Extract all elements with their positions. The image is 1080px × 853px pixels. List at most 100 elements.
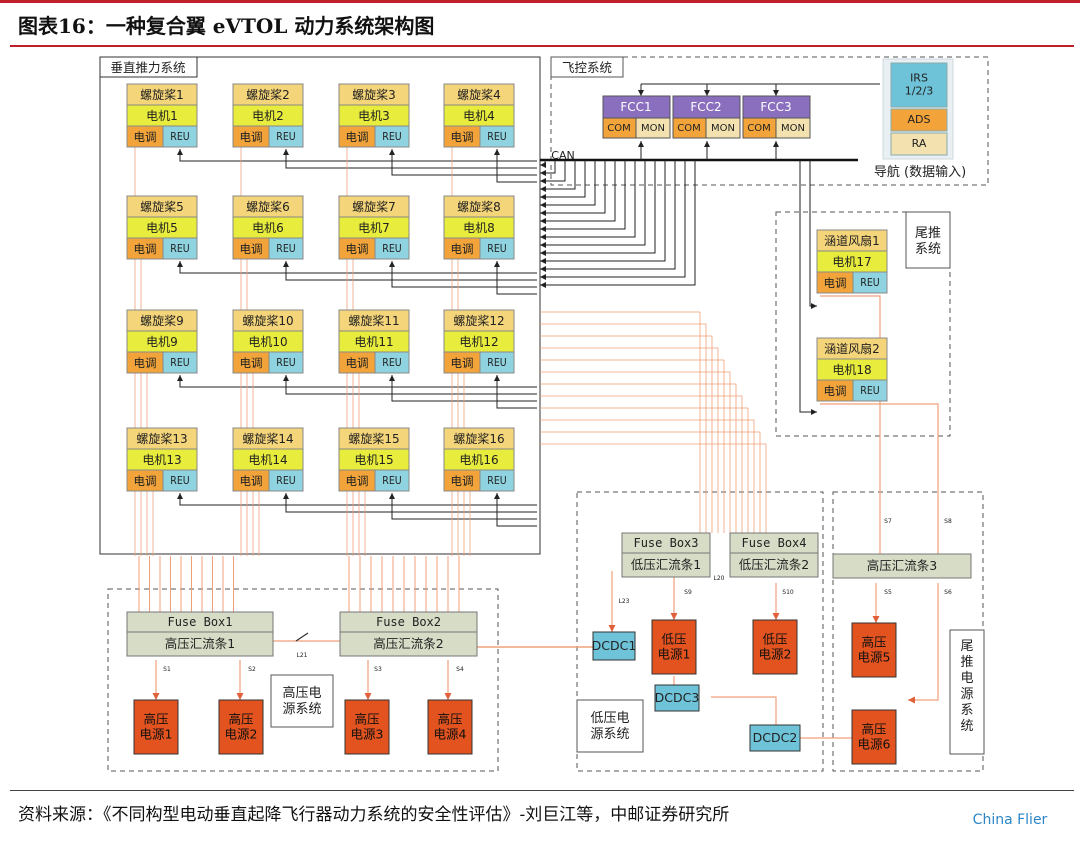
control-wire-3 (389, 149, 537, 176)
motor-label-3: 电机3 (358, 109, 390, 123)
propeller-label-3: 螺旋桨3 (352, 88, 396, 102)
lv-power-feed-12 (540, 443, 767, 533)
fuse-box-3-fuse-label: Fuse Box3 (633, 536, 698, 550)
reu-label-13: REU (170, 475, 190, 487)
tail-esc-label-18: 电调 (824, 384, 847, 398)
hv-source-4-label: 高压电源4 (434, 711, 467, 741)
propeller-label-8: 螺旋桨8 (457, 200, 501, 214)
lv-power-frame (576, 491, 824, 772)
hv-source-3 (344, 699, 390, 755)
fcc-mon-3 (775, 117, 811, 139)
tail-motor-label-18: 电机18 (832, 363, 871, 377)
esc-label-12: 电调 (451, 356, 474, 370)
reu-label-9: REU (170, 357, 190, 369)
ra-label: RA (912, 137, 927, 150)
fuse-box-2-bus (339, 631, 478, 657)
propeller-label-16: 螺旋桨16 (453, 432, 504, 446)
tail-reu-label-18: REU (860, 385, 880, 397)
reu-label-12: REU (487, 357, 507, 369)
fuse-box-3-bus-label: 低压汇流条1 (631, 557, 701, 572)
dcdc-3 (654, 684, 700, 712)
fcc-mon-label-2: MON (711, 123, 735, 134)
control-wire-2 (283, 149, 537, 169)
motor-label-1: 电机1 (146, 109, 178, 123)
fcc-mon-label-3: MON (781, 123, 805, 134)
fuse-box-3-bus (621, 552, 711, 578)
dcdc3-to-dcdc2 (711, 696, 777, 725)
can-drop-10 (540, 160, 636, 240)
tail-thrust-label: 尾推系统 (915, 226, 941, 257)
motor-label-16: 电机16 (459, 453, 498, 467)
reu-14 (268, 469, 304, 492)
can-drop-1 (540, 160, 546, 168)
esc-label-10: 电调 (240, 356, 263, 370)
esc-label-1: 电调 (134, 130, 157, 144)
dcdc-3-label: DCDC3 (655, 690, 700, 705)
motor-label-2: 电机2 (252, 109, 284, 123)
switch-label-S1: S1 (163, 666, 171, 673)
can-drop-11 (540, 160, 646, 248)
lv-power-feed-4 (540, 347, 719, 533)
watermark: China Flier (973, 812, 1048, 828)
esc-label-3: 电调 (346, 130, 369, 144)
tail-reu-label-17: REU (860, 277, 880, 289)
fcc-com-label-3: COM (747, 123, 770, 134)
hv-source-1 (133, 699, 179, 755)
hv3-to-hv6 (908, 583, 939, 704)
can-drop-7 (540, 160, 606, 216)
hv-source-2 (218, 699, 264, 755)
switch-label-S9: S9 (684, 589, 692, 596)
switch-label-S6: S6 (944, 589, 952, 596)
control-wire-12 (494, 375, 537, 409)
reu-2 (268, 125, 304, 148)
switch-label-S7: S7 (884, 518, 892, 525)
reu-label-8: REU (487, 243, 507, 255)
flight-control-frame (550, 56, 989, 186)
tail-power-1 (820, 295, 881, 558)
ads-label: ADS (908, 113, 931, 126)
propeller-label-4: 螺旋桨4 (457, 88, 501, 102)
hv-bus-3-bus (832, 553, 972, 579)
propeller-label-11: 螺旋桨11 (348, 314, 399, 328)
motor-label-4: 电机4 (463, 109, 495, 123)
motor-label-10: 电机10 (248, 335, 287, 349)
esc-label-6: 电调 (240, 242, 263, 256)
esc-label-13: 电调 (134, 474, 157, 488)
esc-label-11: 电调 (346, 356, 369, 370)
fcc-com-label-1: COM (607, 123, 630, 134)
lv-source-2-label: 低压电源2 (759, 631, 792, 661)
can-drop-4 (540, 160, 576, 192)
hv-source-5 (851, 622, 897, 678)
switch-label-S10: S10 (782, 589, 794, 596)
lv-power-feed-11 (540, 431, 761, 533)
switch-label-S4: S4 (456, 666, 464, 673)
hv-power-frame (107, 588, 499, 772)
figure-title: 图表16：一种复合翼 eVTOL 动力系统架构图 (18, 14, 435, 38)
lv-power-feed-7 (540, 383, 737, 533)
propeller-label-9: 螺旋桨9 (140, 314, 184, 328)
lv-power-feed-1 (540, 311, 701, 533)
propeller-label-1: 螺旋桨1 (140, 88, 184, 102)
motor-label-8: 电机8 (463, 221, 495, 235)
fcc-label-1: FCC1 (620, 100, 651, 114)
can-drop-13 (540, 160, 666, 264)
propeller-label-5: 螺旋桨5 (140, 200, 184, 214)
can-drop-6 (540, 160, 596, 208)
tail-thrust-frame (775, 211, 951, 437)
motor-label-14: 电机14 (248, 453, 287, 467)
reu-label-3: REU (382, 131, 402, 143)
esc-label-16: 电调 (451, 474, 474, 488)
reu-6 (268, 237, 304, 260)
lv-power-feed-2 (540, 323, 707, 533)
lv-power-label: 低压电源系统 (590, 711, 629, 742)
tail-reu-17 (852, 271, 888, 294)
motor-label-5: 电机5 (146, 221, 178, 235)
tail-motor-label-17: 电机17 (832, 255, 871, 269)
switch-label-L21: L21 (297, 652, 308, 659)
fuse-box-4-fuse-label: Fuse Box4 (741, 536, 806, 550)
fuse-box-1-bus (126, 631, 274, 657)
fcc-mon-label-1: MON (641, 123, 665, 134)
control-wire-6 (283, 261, 537, 281)
can-drop-12 (540, 160, 656, 256)
control-wire-1 (177, 149, 537, 162)
